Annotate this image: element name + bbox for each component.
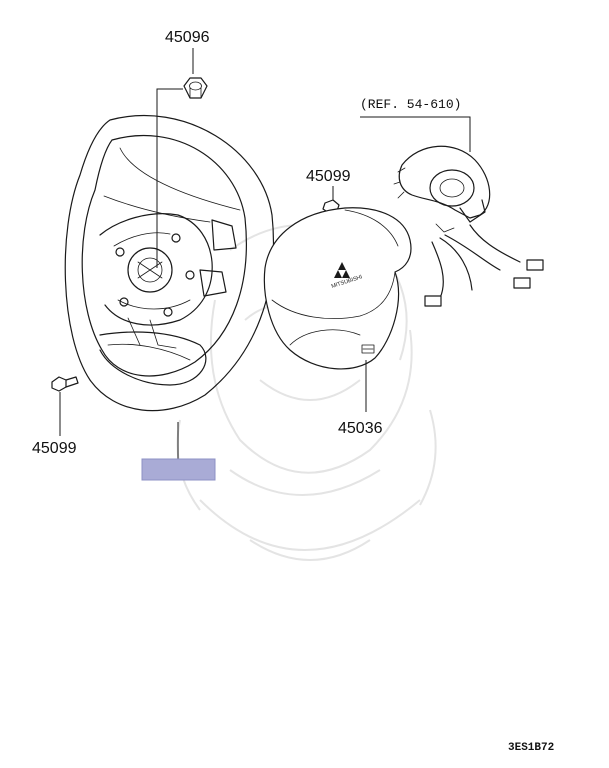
part-number-highlight-box xyxy=(141,458,216,481)
bolt-45099-lower xyxy=(51,376,79,392)
part-label-45036: 45036 xyxy=(338,420,383,437)
mitsubishi-logo-icon xyxy=(338,262,346,270)
airbag-module-45036: MITSUBISHI xyxy=(263,207,412,370)
watermark-emblem xyxy=(176,224,437,561)
connector-2 xyxy=(513,277,531,289)
leader-45096-bracket xyxy=(156,88,183,268)
diagram-code: 3ES1B72 xyxy=(508,742,554,754)
clock-spring-ref-54-610 xyxy=(393,145,544,307)
connector-1 xyxy=(424,295,442,307)
part-label-45099-lower: 45099 xyxy=(32,440,77,457)
steering-wheel xyxy=(64,115,275,412)
airbag-badge xyxy=(361,344,375,354)
connector-3 xyxy=(526,259,544,271)
nut-45096 xyxy=(183,77,208,99)
reference-label: (REF. 54-610) xyxy=(360,97,461,112)
part-label-45096: 45096 xyxy=(165,29,210,46)
part-label-45099-upper: 45099 xyxy=(306,168,351,185)
leader-ref-54-610 xyxy=(360,116,471,152)
